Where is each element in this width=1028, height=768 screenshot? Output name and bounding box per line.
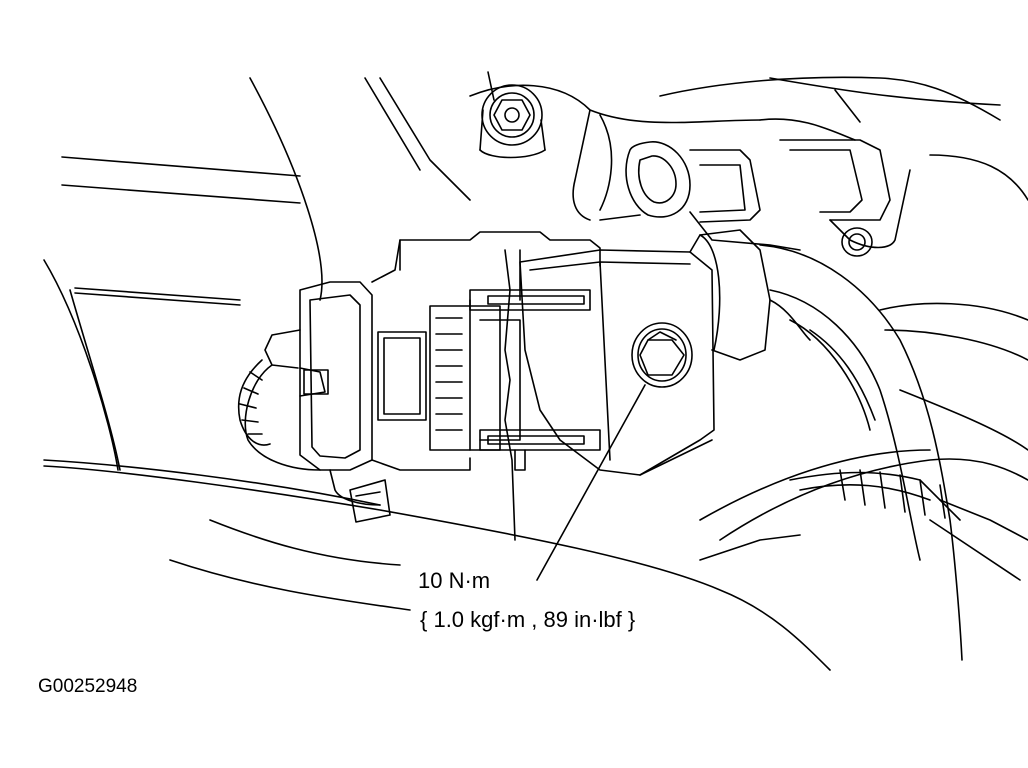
figure-id: G00252948 — [38, 676, 138, 697]
torque-value-alternate-units: { 1.0 kgf·m , 89 in·lbf } — [420, 607, 636, 632]
left-foreground — [43, 459, 831, 671]
left-wiring — [237, 359, 271, 446]
torque-value-nm: 10 N·m — [418, 568, 491, 593]
background-panels — [43, 76, 1028, 471]
torque-leader-line — [536, 384, 646, 581]
upper-right-connectors — [599, 139, 911, 257]
connector-housing — [244, 231, 601, 523]
connector-ribs — [377, 249, 601, 541]
connector-body — [519, 229, 771, 476]
upper-bolt — [479, 71, 546, 159]
wiring-harness — [699, 244, 1028, 661]
mounting-bolt — [631, 322, 693, 388]
